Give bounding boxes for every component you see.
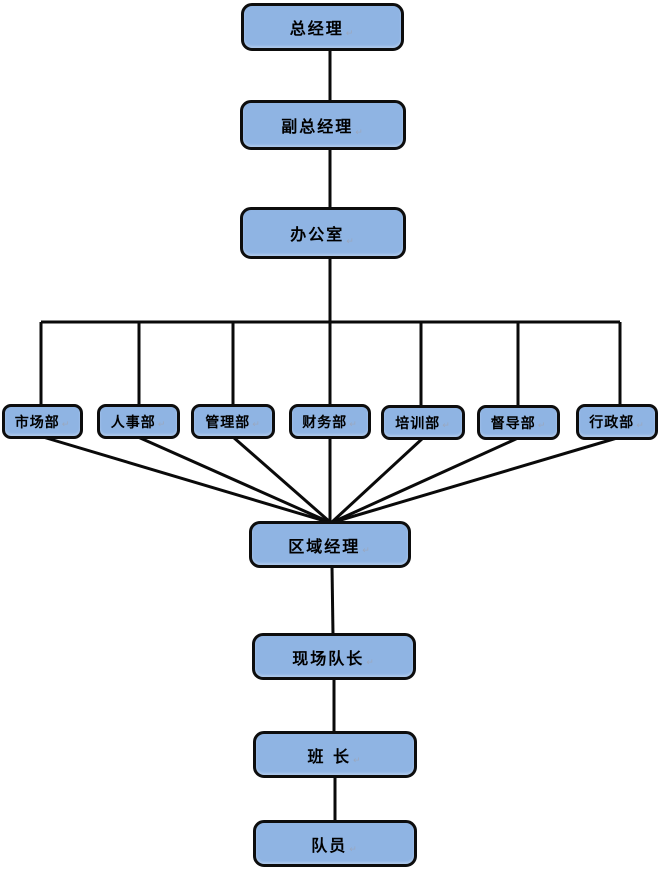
paragraph-mark-icon: ↵ [442, 421, 451, 431]
node-squad-leader-label: 班 长 [307, 746, 352, 766]
node-marketing-dept: 市场部↵ [2, 404, 83, 439]
node-regional-manager: 区域经理↵ [249, 521, 411, 568]
connector-regional-to-site [330, 565, 335, 636]
node-marketing-dept-label: 市场部 [14, 414, 60, 431]
connector-training-to-regional [330, 436, 425, 524]
connector-hr-to-regional [137, 435, 330, 524]
node-office-label: 办公室 [290, 225, 345, 244]
node-admin-dept-label: 行政部 [589, 415, 635, 431]
node-training-dept: 培训部↵ [381, 405, 465, 440]
node-deputy-general-manager-label: 副总经理 [281, 117, 354, 136]
node-general-manager-label: 总经理 [289, 19, 344, 38]
node-deputy-general-manager: 副总经理↵ [240, 100, 406, 150]
node-supervision-dept: 督导部↵ [477, 405, 560, 440]
paragraph-mark-icon: ↵ [362, 546, 372, 556]
node-team-member: 队员↵ [253, 820, 417, 867]
node-regional-manager-label: 区域经理 [288, 536, 361, 556]
node-site-captain-label: 现场队长 [292, 648, 365, 668]
node-site-captain: 现场队长↵ [252, 633, 416, 680]
node-finance-dept-label: 财务部 [302, 414, 348, 431]
node-general-manager: 总经理↵ [241, 3, 404, 51]
paragraph-mark-icon: ↵ [537, 421, 547, 431]
paragraph-mark-icon: ↵ [353, 756, 363, 766]
node-admin-dept: 行政部↵ [576, 404, 658, 440]
node-management-dept: 管理部↵ [191, 404, 275, 439]
paragraph-mark-icon: ↵ [349, 420, 358, 430]
connector-management-to-regional [232, 435, 331, 524]
paragraph-mark-icon: ↵ [349, 845, 359, 855]
connector-marketing-to-regional [42, 435, 329, 524]
node-hr-dept-label: 人事部 [110, 414, 156, 431]
node-team-member-label: 队员 [311, 835, 348, 855]
paragraph-mark-icon: ↵ [345, 29, 356, 39]
connector-admin-to-regional [333, 436, 618, 524]
paragraph-mark-icon: ↵ [61, 420, 71, 430]
node-office: 办公室↵ [240, 207, 406, 259]
paragraph-mark-icon: ↵ [346, 237, 356, 247]
paragraph-mark-icon: ↵ [355, 128, 365, 138]
node-squad-leader: 班 长↵ [253, 731, 417, 778]
paragraph-mark-icon: ↵ [252, 420, 261, 430]
node-hr-dept: 人事部↵ [97, 404, 180, 439]
paragraph-mark-icon: ↵ [366, 658, 376, 668]
node-management-dept-label: 管理部 [205, 414, 251, 431]
node-finance-dept: 财务部↵ [289, 404, 371, 439]
paragraph-mark-icon: ↵ [157, 420, 167, 430]
node-training-dept-label: 培训部 [395, 415, 441, 432]
connector-supervision-to-regional [332, 436, 519, 524]
paragraph-mark-icon: ↵ [636, 421, 645, 431]
node-supervision-dept-label: 督导部 [490, 415, 536, 432]
